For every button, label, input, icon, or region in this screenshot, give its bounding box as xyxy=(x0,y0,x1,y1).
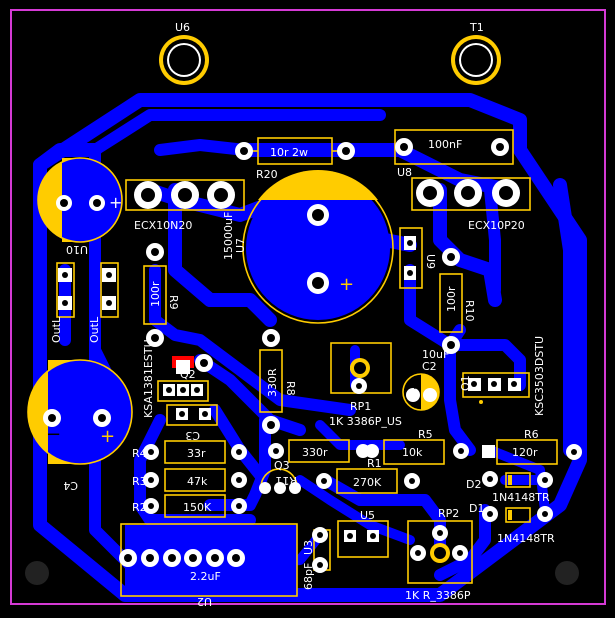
svg-text:+: + xyxy=(100,426,115,447)
mount-hole-u6 xyxy=(159,35,209,85)
label-r6: R6 xyxy=(524,428,539,441)
label-r20-value: 10r 2w xyxy=(270,146,308,159)
label-u5: U5 xyxy=(360,509,375,522)
copper-fills xyxy=(28,158,390,595)
u7-polarity-mark xyxy=(258,170,378,200)
label-u9: U9 xyxy=(424,254,437,269)
label-c2: C2 xyxy=(422,360,437,373)
label-u6: U6 xyxy=(175,21,190,34)
label-t1: T1 xyxy=(469,21,484,34)
label-q1: Q1 xyxy=(459,375,472,391)
label-rp1: RP1 xyxy=(350,400,371,413)
label-r1-value: 270K xyxy=(353,476,382,489)
label-q3: Q3 xyxy=(274,459,290,472)
label-c3: C3 xyxy=(185,429,200,442)
label-outl-2: OutL xyxy=(88,316,101,343)
label-d1: D1 xyxy=(469,502,484,515)
svg-text:−: − xyxy=(46,424,61,445)
label-outl-1: OutL xyxy=(50,316,63,343)
label-rp2: RP2 xyxy=(438,507,459,520)
mount-hole-t1 xyxy=(451,35,501,85)
label-d2: D2 xyxy=(466,478,481,491)
svg-text:+: + xyxy=(409,377,421,393)
label-c4: C4 xyxy=(63,479,78,492)
svg-text:+: + xyxy=(109,193,122,212)
c4-polarity-mark xyxy=(28,360,80,464)
label-u7: U7 xyxy=(234,238,247,253)
label-c-top-value: 100nF xyxy=(428,138,462,151)
label-r4: R4 xyxy=(132,447,147,460)
label-u2-value: 2.2uF xyxy=(190,570,221,583)
label-rp1-value: 1K 3386P_US xyxy=(329,415,402,428)
label-u3-value: 68pF xyxy=(302,563,315,590)
label-r3: R3 xyxy=(132,475,147,488)
label-u10: U10 xyxy=(66,243,88,256)
mount-hole-br xyxy=(555,561,579,585)
label-d1-value: 1N4148TR xyxy=(497,532,555,545)
label-r10: R10 xyxy=(463,300,476,322)
label-q1-part: KSC3503DSTU xyxy=(533,336,546,416)
label-r8-value: 330R xyxy=(266,368,279,397)
label-c-big-value: 15000uF xyxy=(222,212,235,260)
label-u3: U3 xyxy=(302,540,315,555)
label-q2-part: KSA1381ESTU xyxy=(142,339,155,418)
labels: U6 T1 10r 2w R20 100nF U8 ECX10N20 ECX10… xyxy=(50,21,555,608)
label-rp2-value: 1K R_3386P xyxy=(405,589,471,602)
label-r5-value: 10k xyxy=(402,446,423,459)
label-u8: U8 xyxy=(397,166,412,179)
polarity-signs: + + + + − xyxy=(46,193,421,447)
label-r6-value: 120r xyxy=(512,446,538,459)
label-r10-value: 100r xyxy=(445,286,458,312)
pads xyxy=(43,138,582,573)
label-r11: R11 xyxy=(275,474,297,487)
board-outline xyxy=(10,9,606,605)
label-r20: R20 xyxy=(256,168,278,181)
label-ecx10n20: ECX10N20 xyxy=(134,219,192,232)
mount-hole-bl xyxy=(25,561,49,585)
label-q2: Q2 xyxy=(180,368,196,381)
label-r2-value: 150K xyxy=(183,501,212,514)
label-ecx10p20: ECX10P20 xyxy=(468,219,525,232)
label-d2-value: 1N4148TR xyxy=(492,491,550,504)
label-r3-value: 47k xyxy=(187,475,208,488)
label-r8: R8 xyxy=(284,381,297,396)
label-r1: R1 xyxy=(367,457,382,470)
label-u2: U2 xyxy=(197,595,212,608)
label-r2: R2 xyxy=(132,501,147,514)
label-r9-value: 100r xyxy=(149,281,162,307)
label-c2-value: 10uF xyxy=(422,348,449,361)
label-r11-value: 330r xyxy=(302,446,328,459)
label-r9: R9 xyxy=(167,295,180,310)
label-r5: R5 xyxy=(418,428,433,441)
svg-text:+: + xyxy=(339,274,354,295)
label-r4-value: 33r xyxy=(187,447,206,460)
